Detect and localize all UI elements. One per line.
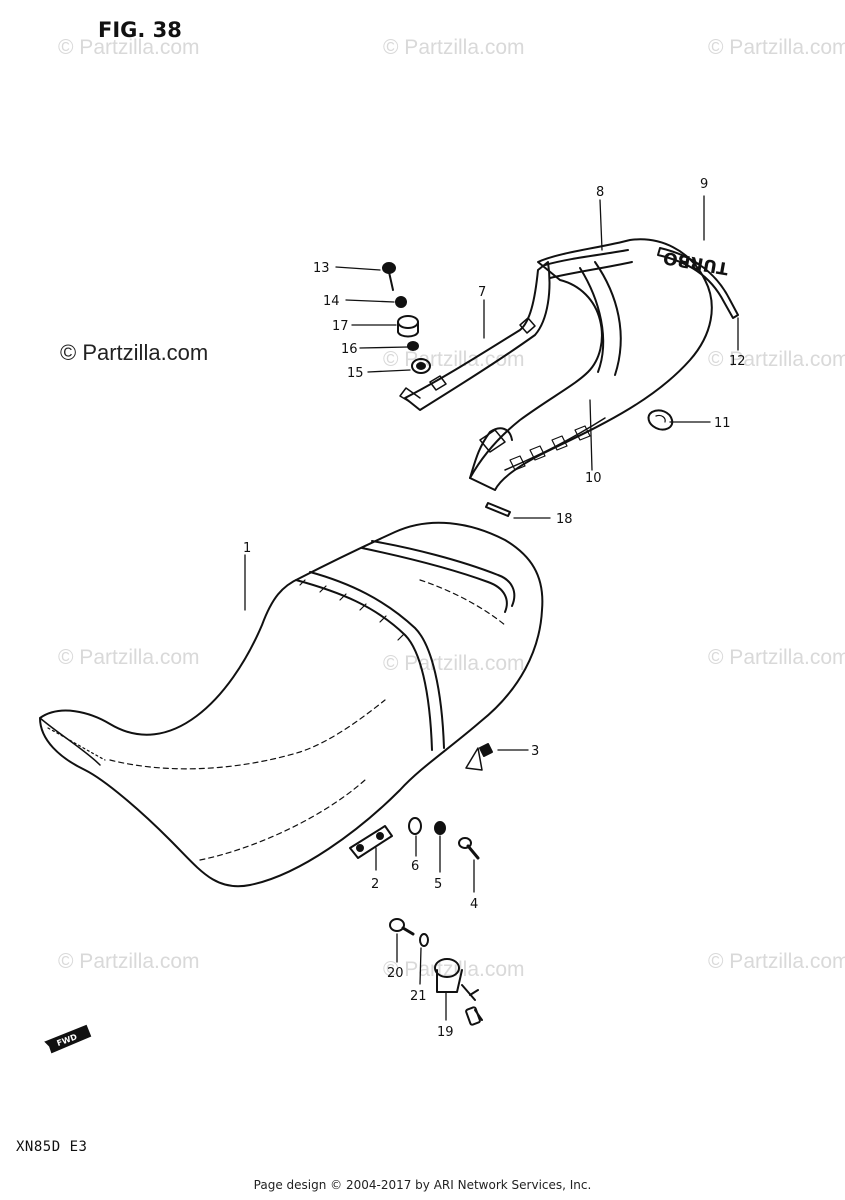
bolt-20-drawing (389, 918, 415, 936)
watermark: © Partzilla.com (708, 348, 845, 371)
washer-5-drawing (434, 821, 446, 835)
grommet-drawing (647, 409, 674, 431)
callout-21: 21 (410, 989, 427, 1004)
footer-credit: Page design © 2004-2017 by ARI Network S… (253, 1178, 592, 1192)
callout-6: 6 (411, 859, 419, 874)
bolt-4-drawing (458, 837, 480, 860)
callout-9: 9 (700, 177, 708, 192)
turbo-decal-text: TURBO (662, 247, 730, 278)
fwd-arrow-icon: FWD (44, 1024, 92, 1054)
watermark: © Partzilla.com (708, 950, 845, 973)
figure-title: FIG. 38 (98, 18, 182, 42)
model-code: XN85D E3 (16, 1139, 88, 1155)
leader-lines (244, 195, 739, 1021)
callout-20: 20 (387, 966, 404, 981)
bracket-2-drawing (349, 825, 393, 859)
clip-drawing (485, 502, 511, 517)
callout-7: 7 (478, 285, 486, 300)
callout-17: 17 (332, 319, 349, 334)
washer-21-drawing (419, 933, 429, 947)
callout-10: 10 (585, 471, 602, 486)
watermark: © Partzilla.com (383, 36, 525, 59)
callout-3: 3 (531, 744, 539, 759)
washer-16-drawing (407, 341, 419, 351)
collar-15-drawing (411, 358, 431, 374)
watermark: © Partzilla.com (708, 36, 845, 59)
watermark: © Partzilla.com (58, 950, 200, 973)
nut-14-drawing (395, 296, 407, 308)
washer-6-drawing (408, 817, 422, 835)
watermark: © Partzilla.com (58, 646, 200, 669)
callout-2: 2 (371, 877, 379, 892)
cushion-17-drawing (397, 315, 419, 338)
watermark: © Partzilla.com (383, 958, 525, 981)
nut-3-drawing (479, 743, 493, 757)
callout-14: 14 (323, 294, 340, 309)
callout-12: 12 (729, 354, 746, 369)
callout-4: 4 (470, 897, 478, 912)
callout-8: 8 (596, 185, 604, 200)
tail-cover-drawing (399, 238, 713, 491)
callout-1: 1 (243, 541, 251, 556)
seat-lock-19-drawing (434, 958, 483, 1026)
watermark: © Partzilla.com (58, 36, 200, 59)
callout-16: 16 (341, 342, 358, 357)
bolt-13-drawing (382, 262, 396, 291)
watermark-prominent: © Partzilla.com (60, 340, 209, 365)
callout-11: 11 (714, 416, 731, 431)
seat-drawing (39, 521, 544, 888)
callout-13: 13 (313, 261, 330, 276)
trim-strip-drawing (657, 247, 739, 319)
callout-18: 18 (556, 512, 573, 527)
watermark: © Partzilla.com (708, 646, 845, 669)
callout-19: 19 (437, 1025, 454, 1040)
callout-5: 5 (434, 877, 442, 892)
callout-15: 15 (347, 366, 364, 381)
